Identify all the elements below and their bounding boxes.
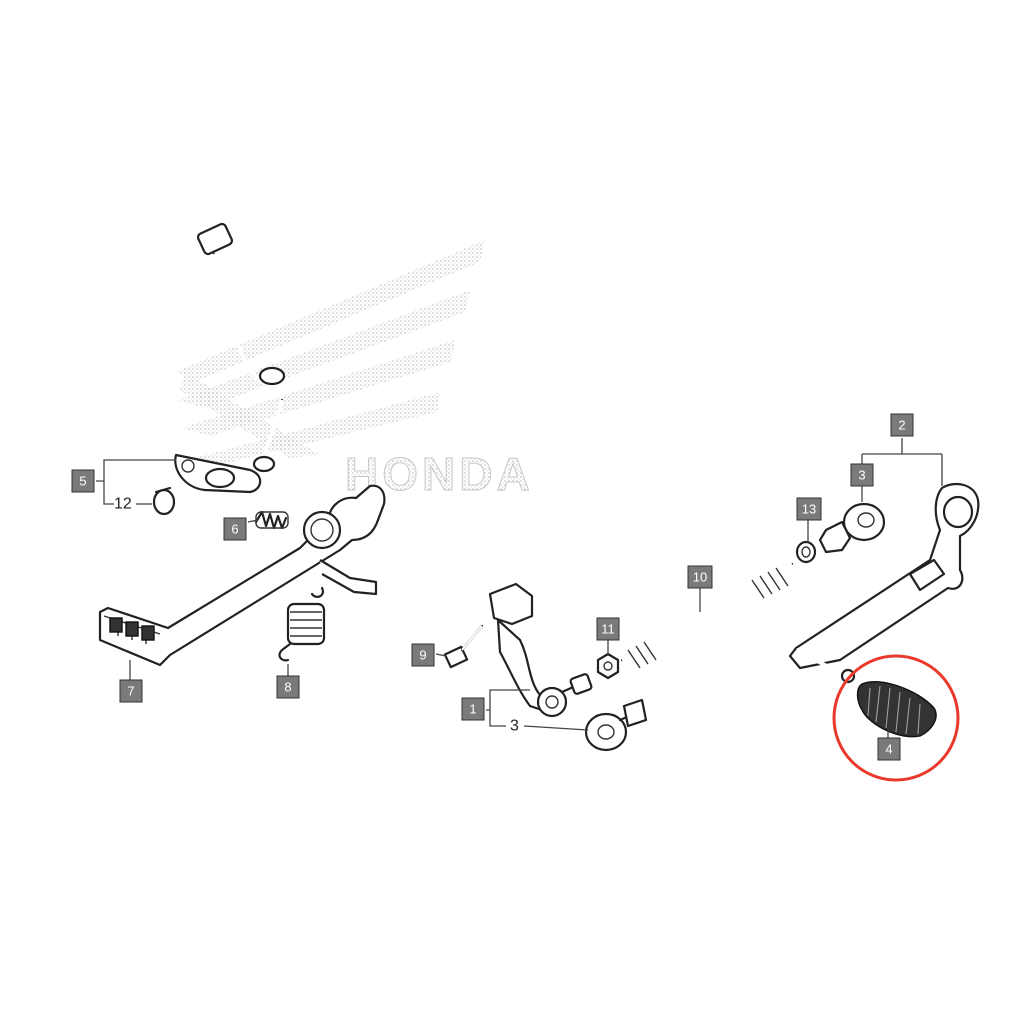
honda-wing-watermark: HONDA [175, 240, 530, 501]
svg-text:6: 6 [231, 522, 238, 537]
leader-lines [96, 438, 943, 738]
shift-arm [488, 582, 593, 718]
callout-1: 1 [461, 697, 485, 721]
svg-text:11: 11 [601, 622, 615, 637]
callout-10: 10 [687, 565, 713, 589]
brake-pedal [98, 484, 386, 667]
callout-12: 12 [114, 496, 132, 513]
shift-rod [620, 562, 794, 669]
svg-text:10: 10 [693, 570, 707, 585]
svg-text:2: 2 [898, 418, 905, 433]
svg-text:3: 3 [510, 718, 519, 735]
callout-8: 8 [276, 675, 300, 699]
callout-5: 5 [71, 469, 95, 493]
ball-joint-lower [584, 698, 648, 752]
shift-pedal [788, 482, 980, 684]
small-nut [795, 540, 817, 564]
bolt [443, 624, 484, 669]
callout-2: 2 [890, 413, 914, 437]
callout-3-upper: 3 [850, 463, 874, 487]
svg-text:13: 13 [802, 502, 816, 517]
svg-text:7: 7 [127, 684, 134, 699]
callout-11: 11 [596, 617, 620, 641]
svg-text:8: 8 [284, 680, 291, 695]
ball-joint-upper [818, 502, 886, 554]
small-spring [254, 510, 289, 530]
nut [596, 652, 620, 680]
brake-rod-arm [174, 222, 286, 494]
callout-4: 4 [877, 737, 901, 761]
highlight-circle [832, 654, 960, 782]
svg-text:5: 5 [79, 474, 86, 489]
return-spring [278, 586, 326, 662]
svg-text:12: 12 [114, 496, 132, 513]
callout-3-lower: 3 [510, 718, 519, 735]
callout-7: 7 [119, 679, 143, 703]
callout-13: 13 [796, 497, 822, 521]
shift-rubber [856, 680, 937, 738]
clip [152, 486, 176, 516]
svg-text:9: 9 [419, 648, 426, 663]
svg-text:1: 1 [469, 702, 476, 717]
callout-9: 9 [411, 643, 435, 667]
svg-text:3: 3 [858, 468, 865, 483]
callout-6: 6 [223, 517, 247, 541]
svg-text:4: 4 [885, 742, 892, 757]
